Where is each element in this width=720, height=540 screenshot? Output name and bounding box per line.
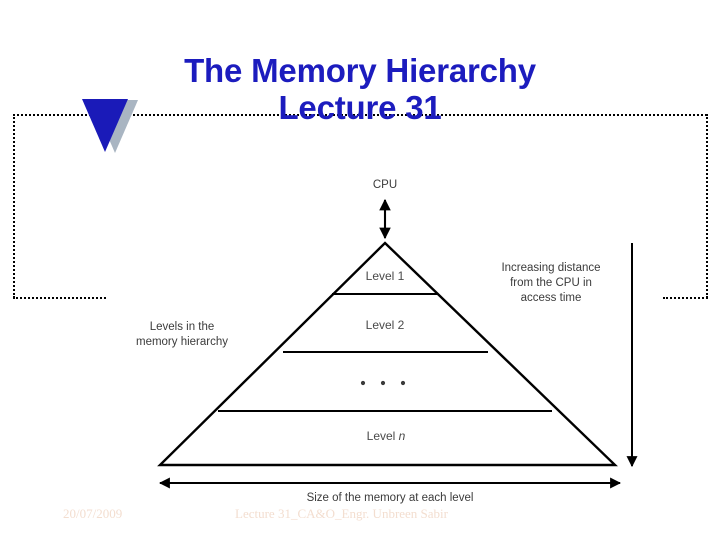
level-1-label: Level 1 — [365, 269, 405, 283]
level-2-label: Level 2 — [365, 318, 405, 332]
title-line-2: Lecture 31 — [278, 89, 442, 127]
content-frame-bottom-border-right — [663, 297, 708, 299]
triangle-bullet-shape — [82, 99, 128, 152]
distance-caption-line-1: Increasing distance — [501, 262, 601, 274]
title-line-1: The Memory Hierarchy — [184, 52, 536, 89]
content-frame-top-border — [13, 114, 707, 116]
cpu-label: CPU — [372, 179, 398, 191]
level-n-label-text: Level — [366, 429, 396, 443]
pyramid-ellipsis-dots — [360, 380, 406, 386]
content-frame-bottom-border-left — [13, 297, 106, 299]
page-title: The Memory Hierarchy Lecture 31 — [60, 52, 660, 127]
footer-lecture-label: Lecture 31_CA&O_Engr. Unbreen Sabir — [235, 506, 449, 521]
content-frame-right-border — [706, 114, 708, 298]
levels-caption-line-1: Levels in the — [149, 321, 215, 333]
levels-caption-line-2: memory hierarchy — [135, 336, 229, 349]
pyramid-outline — [157, 241, 618, 467]
memory-size-caption: Size of the memory at each level — [306, 492, 474, 504]
levels-in-hierarchy-caption: Levels in the memory hierarchy — [126, 320, 238, 350]
footer-date: 20/07/2009 — [63, 506, 123, 521]
distance-caption-line-3: access time — [520, 292, 582, 305]
content-frame-left-border — [13, 114, 15, 298]
increasing-distance-caption: Increasing distance from the CPU in acce… — [487, 261, 615, 307]
level-n-label-suffix: n — [398, 429, 406, 443]
level-n-label: Level n — [340, 429, 432, 445]
triangle-bullet-icon — [82, 99, 138, 153]
distance-caption-line-2: from the CPU in — [510, 277, 592, 290]
